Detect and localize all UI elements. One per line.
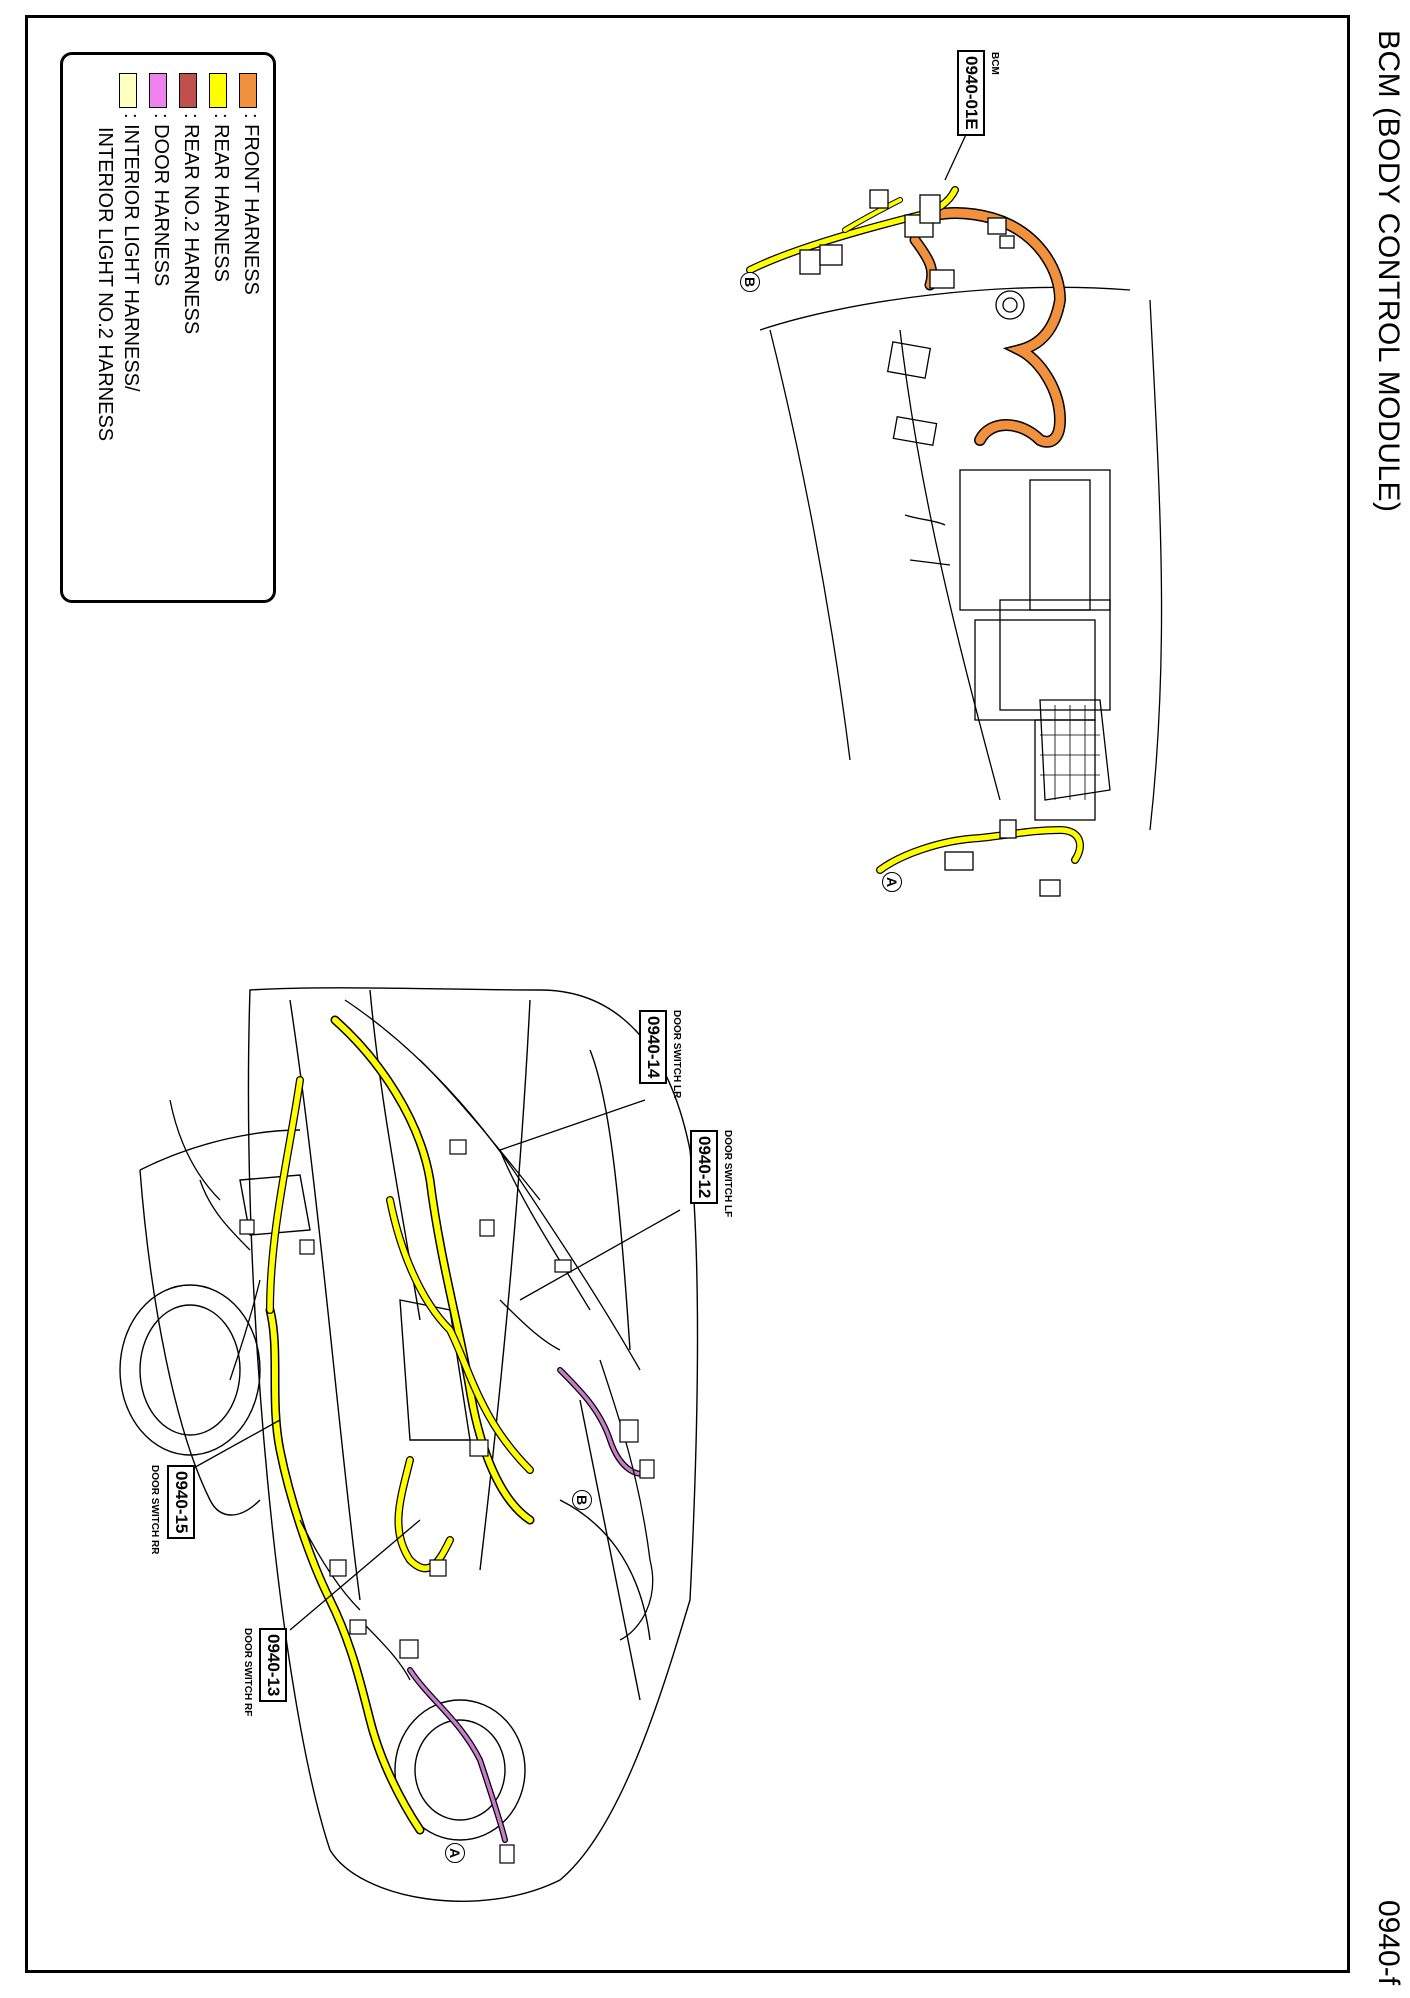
rear-harness-kick xyxy=(876,825,1084,874)
rear-wheel xyxy=(119,1284,261,1456)
marker-b-bcm: B xyxy=(740,272,760,292)
dashboard-drawing xyxy=(759,286,1163,831)
front-wheel xyxy=(394,1699,526,1841)
kick-connectors xyxy=(944,819,1061,897)
swatch-rear-harness xyxy=(209,73,227,108)
vent-grid xyxy=(1040,705,1100,800)
door-switch-lr-desc: DOOR SWITCH LR xyxy=(671,1010,682,1099)
marker-a-kick: A xyxy=(882,872,902,892)
front-harness-path xyxy=(909,207,1067,448)
vehicle-body xyxy=(119,987,699,1902)
swatch-interior-light-harness xyxy=(119,73,137,108)
swatch-door-harness xyxy=(149,73,167,108)
door-switch-lf-desc: DOOR SWITCH LF xyxy=(722,1130,733,1218)
rear-harness-bcm xyxy=(746,186,959,274)
bcm-connectors xyxy=(799,189,1015,289)
door-switch-rf-desc: DOOR SWITCH RF xyxy=(242,1628,253,1717)
bcm-connector-desc: BCM xyxy=(989,52,1000,75)
thin-harness-wires xyxy=(169,999,654,1681)
door-harness-body xyxy=(407,1367,653,1843)
marker-b-body: B xyxy=(572,1490,592,1510)
marker-a-body: A xyxy=(445,1843,465,1863)
bcm-connector-code: 0940-01E xyxy=(957,50,985,136)
page-frame xyxy=(25,15,1350,1973)
door-switch-lf-code: 0940-12 xyxy=(690,1130,718,1205)
door-switch-rr-desc: DOOR SWITCH RR xyxy=(149,1465,160,1555)
rear-harness-body xyxy=(265,1015,535,1835)
door-switch-rf-code: 0940-13 xyxy=(259,1628,287,1703)
swatch-rear-no2-harness xyxy=(179,73,197,108)
leader-lines xyxy=(189,1099,681,1631)
door-switch-rr-code: 0940-15 xyxy=(167,1465,195,1540)
door-switch-lr-code: 0940-14 xyxy=(639,1010,667,1085)
harness-legend: : FRONT HARNESS : REAR HARNESS : REAR NO… xyxy=(60,52,276,603)
body-connectors xyxy=(239,1139,655,1864)
swatch-front-harness xyxy=(239,73,257,108)
